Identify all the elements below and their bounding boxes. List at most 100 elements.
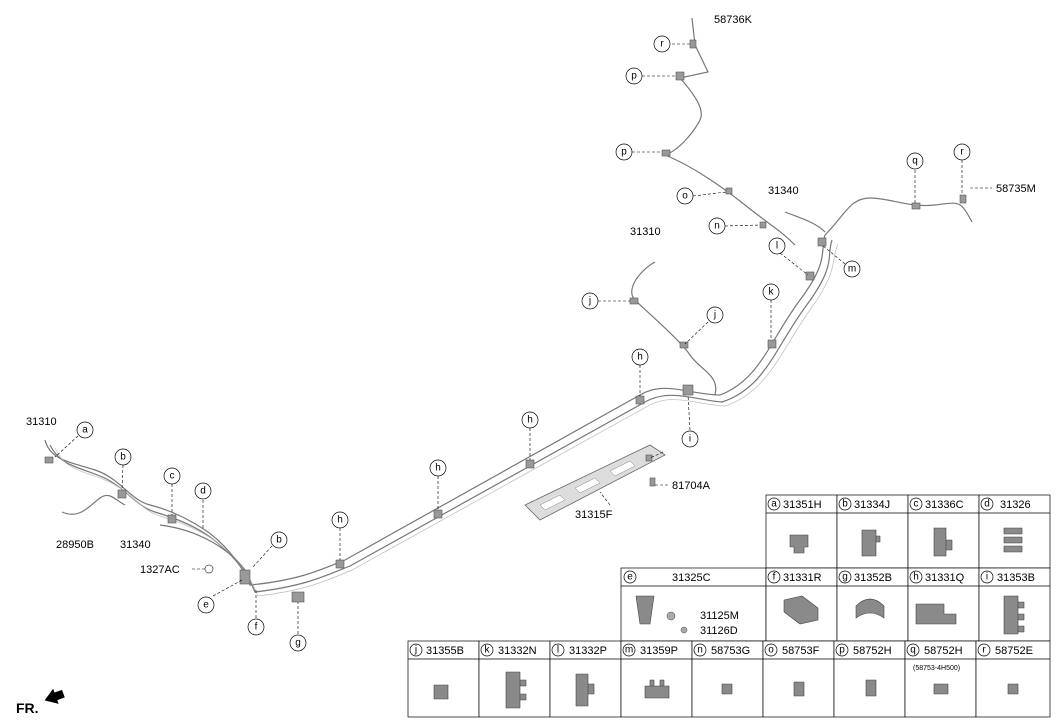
- svg-text:58752H: 58752H: [924, 645, 963, 657]
- callout-h-3: h: [429, 459, 447, 477]
- label-28950B: 28950B: [56, 539, 94, 551]
- legend-cell-j: j 31355B: [407, 640, 480, 718]
- legend-cell-a: a 31351H: [765, 494, 838, 569]
- svg-text:h: h: [527, 415, 533, 426]
- label-58735M: 58735M: [996, 183, 1036, 195]
- callout-p-lower: p: [615, 143, 633, 161]
- callout-b-right: b: [270, 531, 288, 549]
- callout-r-right: r: [953, 143, 971, 161]
- svg-text:r: r: [982, 645, 986, 656]
- svg-text:58753G: 58753G: [711, 645, 750, 657]
- legend-cell-f: f 31331R: [765, 567, 838, 642]
- svg-text:q: q: [910, 645, 916, 656]
- svg-text:58752E: 58752E: [995, 645, 1033, 657]
- svg-text:f: f: [255, 622, 258, 633]
- svg-text:o: o: [768, 645, 774, 656]
- svg-text:31331R: 31331R: [783, 572, 822, 584]
- svg-text:h: h: [637, 352, 643, 363]
- svg-text:l: l: [776, 241, 778, 252]
- callout-e: e: [197, 596, 215, 614]
- label-1327AC: 1327AC: [140, 564, 180, 576]
- svg-text:r: r: [660, 39, 664, 50]
- svg-text:j: j: [414, 645, 417, 656]
- svg-text:31355B: 31355B: [426, 645, 464, 657]
- callout-c: c: [163, 467, 181, 485]
- svg-text:a: a: [82, 425, 88, 436]
- legend-cell-i: i 31353B: [978, 567, 1051, 642]
- svg-text:p: p: [631, 71, 637, 82]
- svg-text:i: i: [689, 434, 691, 445]
- callout-g: g: [289, 634, 307, 652]
- svg-text:m: m: [848, 264, 856, 275]
- callout-k: k: [762, 283, 780, 301]
- callout-q: q: [906, 152, 924, 170]
- svg-text:58753F: 58753F: [782, 645, 820, 657]
- svg-text:c: c: [914, 499, 919, 510]
- svg-text:31336C: 31336C: [925, 499, 964, 511]
- svg-text:k: k: [769, 287, 775, 298]
- legend-cell-o: o 58753F: [762, 640, 835, 718]
- pipe-clips: [44, 39, 967, 603]
- callout-j-left: j: [581, 292, 599, 310]
- svg-text:(58753-4H500): (58753-4H500): [913, 665, 960, 672]
- parts-legend: a 31351H b 31334J c 31336C d 31326 e 313…: [407, 494, 1051, 718]
- legend-cell-c: c 31336C: [907, 494, 980, 569]
- legend-cell-k: k 31332N: [478, 640, 551, 718]
- leader-lines: [54, 43, 992, 634]
- label-31310-left: 31310: [26, 416, 57, 428]
- svg-text:e: e: [203, 600, 209, 611]
- svg-text:l: l: [557, 645, 559, 656]
- svg-text:k: k: [485, 645, 491, 656]
- svg-text:d: d: [200, 486, 206, 497]
- legend-cell-e: e 31325C 31125M 31126D: [620, 567, 767, 642]
- svg-text:31332N: 31332N: [498, 645, 537, 657]
- svg-text:j: j: [588, 296, 591, 307]
- svg-text:n: n: [714, 221, 720, 232]
- callout-r-top: r: [653, 35, 671, 53]
- callout-h-4: h: [331, 511, 349, 529]
- svg-text:31126D: 31126D: [700, 625, 738, 637]
- callout-h-1: h: [631, 348, 649, 366]
- svg-text:c: c: [170, 471, 175, 482]
- heat-shield-31315F: [524, 444, 666, 521]
- callout-d: d: [194, 482, 212, 500]
- svg-text:b: b: [276, 535, 282, 546]
- svg-text:b: b: [842, 499, 848, 510]
- legend-cell-d: d 31326: [978, 494, 1051, 569]
- svg-text:a: a: [771, 499, 777, 510]
- svg-text:58752H: 58752H: [853, 645, 892, 657]
- callout-a: a: [76, 421, 94, 439]
- callout-j-right: j: [706, 306, 724, 324]
- svg-text:31331Q: 31331Q: [925, 572, 965, 584]
- legend-cell-p: p 58752H: [833, 640, 906, 718]
- callout-f: f: [247, 618, 265, 636]
- svg-text:31332P: 31332P: [569, 645, 607, 657]
- svg-text:31125M: 31125M: [700, 610, 739, 622]
- svg-text:31334J: 31334J: [854, 499, 890, 511]
- callout-n: n: [708, 217, 726, 235]
- label-31315F: 31315F: [575, 509, 613, 521]
- svg-text:31326: 31326: [1000, 499, 1031, 511]
- svg-text:31351H: 31351H: [783, 499, 822, 511]
- callout-p-upper: p: [625, 67, 643, 85]
- legend-cell-b: b 31334J: [836, 494, 909, 569]
- svg-text:h: h: [913, 572, 919, 583]
- svg-text:e: e: [627, 572, 633, 583]
- svg-text:h: h: [337, 515, 343, 526]
- svg-text:q: q: [912, 156, 918, 167]
- label-31310-mid: 31310: [630, 226, 661, 238]
- svg-text:g: g: [842, 572, 848, 583]
- svg-text:j: j: [713, 310, 716, 321]
- label-58736K: 58736K: [714, 14, 753, 26]
- svg-text:o: o: [682, 191, 688, 202]
- callout-o: o: [676, 187, 694, 205]
- svg-text:31359P: 31359P: [640, 645, 678, 657]
- svg-text:31353B: 31353B: [997, 572, 1035, 584]
- svg-text:FR.: FR.: [16, 700, 39, 716]
- callout-i: i: [681, 430, 699, 448]
- legend-cell-q: q 58752H (58753-4H500): [904, 640, 977, 718]
- legend-cell-r: r 58752E: [975, 640, 1051, 718]
- svg-text:n: n: [697, 645, 703, 656]
- svg-text:b: b: [120, 452, 126, 463]
